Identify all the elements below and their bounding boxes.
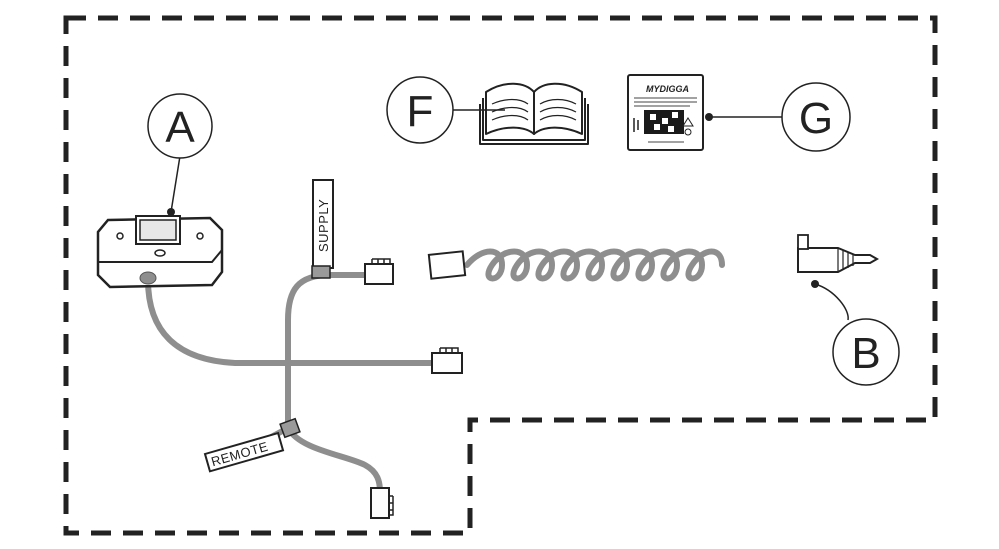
manual-book-icon [479, 82, 589, 145]
supply-tag: SUPPLY [311, 179, 334, 279]
callout-b-label: B [851, 329, 880, 378]
callout-lines [167, 109, 849, 321]
harness-trunk [285, 272, 373, 431]
sticker-brand: MYDIGGA [646, 84, 689, 94]
rj-plug-supply [364, 258, 394, 285]
switch-box [96, 215, 224, 289]
rj-plug-a [431, 347, 463, 374]
callout-b-line [814, 283, 849, 321]
brand-sticker: MYDIGGA [627, 74, 713, 151]
remote-branch [285, 425, 383, 495]
callout-g-label: G [799, 94, 833, 143]
cable-grommet [139, 271, 157, 285]
callout-a-line [170, 155, 181, 213]
dashed-boundary [63, 15, 938, 536]
callout-a: A [147, 93, 213, 159]
remote-tag: REMOTE [203, 431, 285, 473]
callout-b: B [832, 318, 900, 386]
supply-tag-label: SUPPLY [316, 199, 331, 252]
callout-a-anchor [167, 208, 175, 216]
coil-cord-tool-end [797, 234, 880, 288]
rj-plug-remote [370, 487, 394, 519]
supply-tag-clip [311, 265, 331, 279]
switch-box-cable [145, 277, 435, 366]
callout-f: F [386, 76, 454, 144]
callout-a-label: A [165, 103, 195, 152]
remote-tag-clip [279, 417, 301, 439]
callout-f-label: F [407, 87, 434, 136]
coiled-cord [464, 248, 725, 282]
callout-g: G [781, 82, 851, 152]
coil-cord-plug [427, 250, 467, 280]
